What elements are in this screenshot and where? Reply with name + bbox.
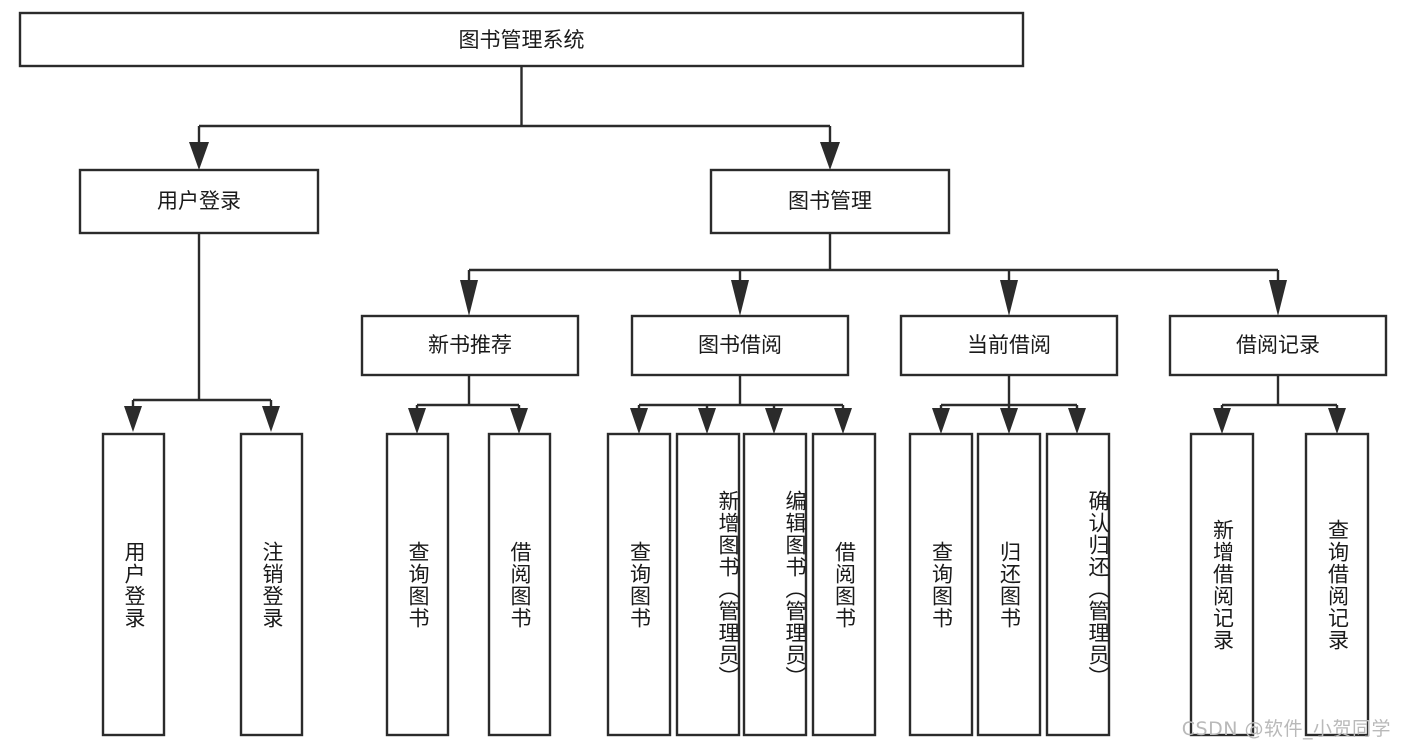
node-borrow-records-label: 借阅记录 (1236, 333, 1320, 357)
leaf-box-user-login-1 (239, 432, 304, 737)
node-book-management[interactable]: 图书管理 (709, 168, 951, 235)
node-book-management-label: 图书管理 (788, 189, 872, 213)
leaf-box-borrow-3 (811, 432, 877, 737)
leaf-box-user-login-0 (101, 432, 166, 737)
leaf-box-records-1 (1304, 432, 1370, 737)
connectors-current-to-leaves (932, 375, 1086, 434)
connectors-records-to-leaves (1213, 375, 1346, 434)
node-book-borrow-label: 图书借阅 (698, 333, 782, 357)
leaf-boxes-borrow-records[interactable] (1189, 432, 1370, 737)
connectors-borrow-to-leaves (630, 375, 852, 434)
leaf-box-borrow-0 (606, 432, 672, 737)
node-user-login-label: 用户登录 (157, 189, 241, 213)
connectors-userlogin-to-leaves (124, 233, 280, 432)
leaf-box-borrow-1 (675, 432, 741, 737)
node-root[interactable]: 图书管理系统 (18, 11, 1025, 68)
node-current-borrow[interactable]: 当前借阅 (899, 314, 1119, 377)
connectors-root-to-level2 (189, 66, 840, 170)
leaf-box-current-1 (976, 432, 1042, 737)
leaf-box-records-0 (1189, 432, 1255, 737)
node-new-book-recommend[interactable]: 新书推荐 (360, 314, 580, 377)
leaf-box-borrow-2 (742, 432, 808, 737)
node-user-login[interactable]: 用户登录 (78, 168, 320, 235)
node-root-label: 图书管理系统 (459, 28, 585, 52)
leaf-boxes-new-book-recommend[interactable] (385, 432, 552, 737)
connectors-newbook-to-leaves (408, 375, 528, 434)
connectors-bookmgmt-to-level3 (460, 233, 1287, 316)
leaf-boxes-user-login[interactable] (101, 432, 304, 737)
node-current-borrow-label: 当前借阅 (967, 333, 1051, 357)
leaf-box-current-0 (908, 432, 974, 737)
leaf-box-newbook-1 (487, 432, 552, 737)
leaf-boxes-book-borrow[interactable] (606, 432, 877, 737)
leaf-boxes-current-borrow[interactable] (908, 432, 1111, 737)
leaf-box-current-2 (1045, 432, 1111, 737)
node-book-borrow[interactable]: 图书借阅 (630, 314, 850, 377)
leaf-box-newbook-0 (385, 432, 450, 737)
watermark-text: CSDN @软件_小贺同学 (1181, 718, 1391, 740)
node-new-book-recommend-label: 新书推荐 (428, 333, 512, 357)
node-borrow-records[interactable]: 借阅记录 (1168, 314, 1388, 377)
